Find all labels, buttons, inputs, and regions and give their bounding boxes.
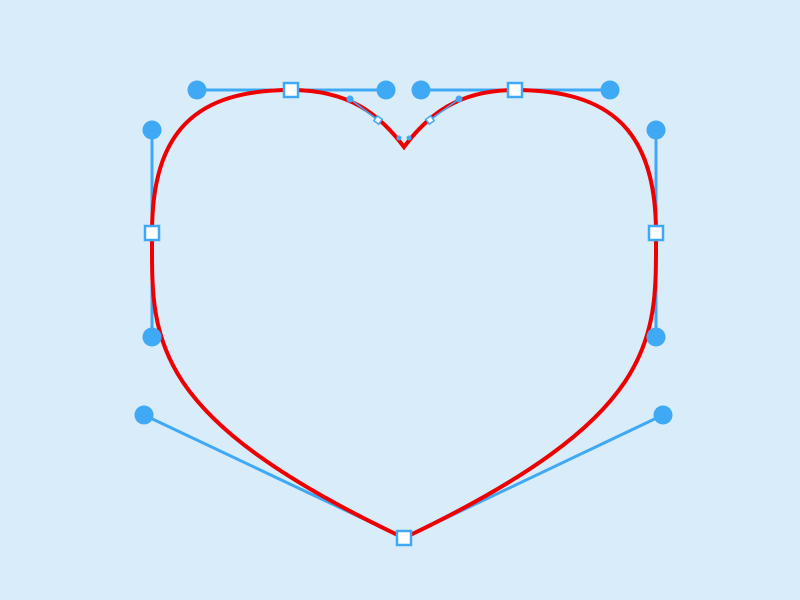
handle-point-top-right-inner[interactable] xyxy=(411,80,431,100)
anchor-point-right[interactable] xyxy=(647,224,665,242)
handle-point-bottom-left[interactable] xyxy=(134,405,154,425)
handle-point-right-top[interactable] xyxy=(646,120,666,140)
notch-anchor-left[interactable] xyxy=(372,114,384,126)
anchor-point-top-left[interactable] xyxy=(282,81,300,99)
handle-point-top-left-outer[interactable] xyxy=(187,80,207,100)
handle-point-top-left-inner[interactable] xyxy=(376,80,396,100)
anchor-point-left[interactable] xyxy=(143,224,161,242)
notch-handle-point-right[interactable] xyxy=(455,95,463,103)
notch-handle-line-right xyxy=(429,98,460,121)
handle-point-right-bottom[interactable] xyxy=(646,327,666,347)
heart-path[interactable] xyxy=(149,87,659,540)
anchor-point-top-right[interactable] xyxy=(506,81,524,99)
handle-points xyxy=(134,80,673,425)
notch-handles xyxy=(346,95,463,141)
handle-point-left-top[interactable] xyxy=(142,120,162,140)
notch-anchor-right[interactable] xyxy=(424,114,436,126)
handle-point-bottom-right[interactable] xyxy=(653,405,673,425)
handle-point-left-bottom[interactable] xyxy=(142,327,162,347)
anchor-points xyxy=(143,81,665,547)
notch-handle-point-center-right[interactable] xyxy=(406,135,412,141)
notch-handle-line-left xyxy=(349,98,379,121)
notch-handle-point-center-left[interactable] xyxy=(396,135,402,141)
anchor-point-bottom[interactable] xyxy=(395,529,413,547)
notch-handle-point-left[interactable] xyxy=(346,95,354,103)
handle-point-top-right-outer[interactable] xyxy=(600,80,620,100)
